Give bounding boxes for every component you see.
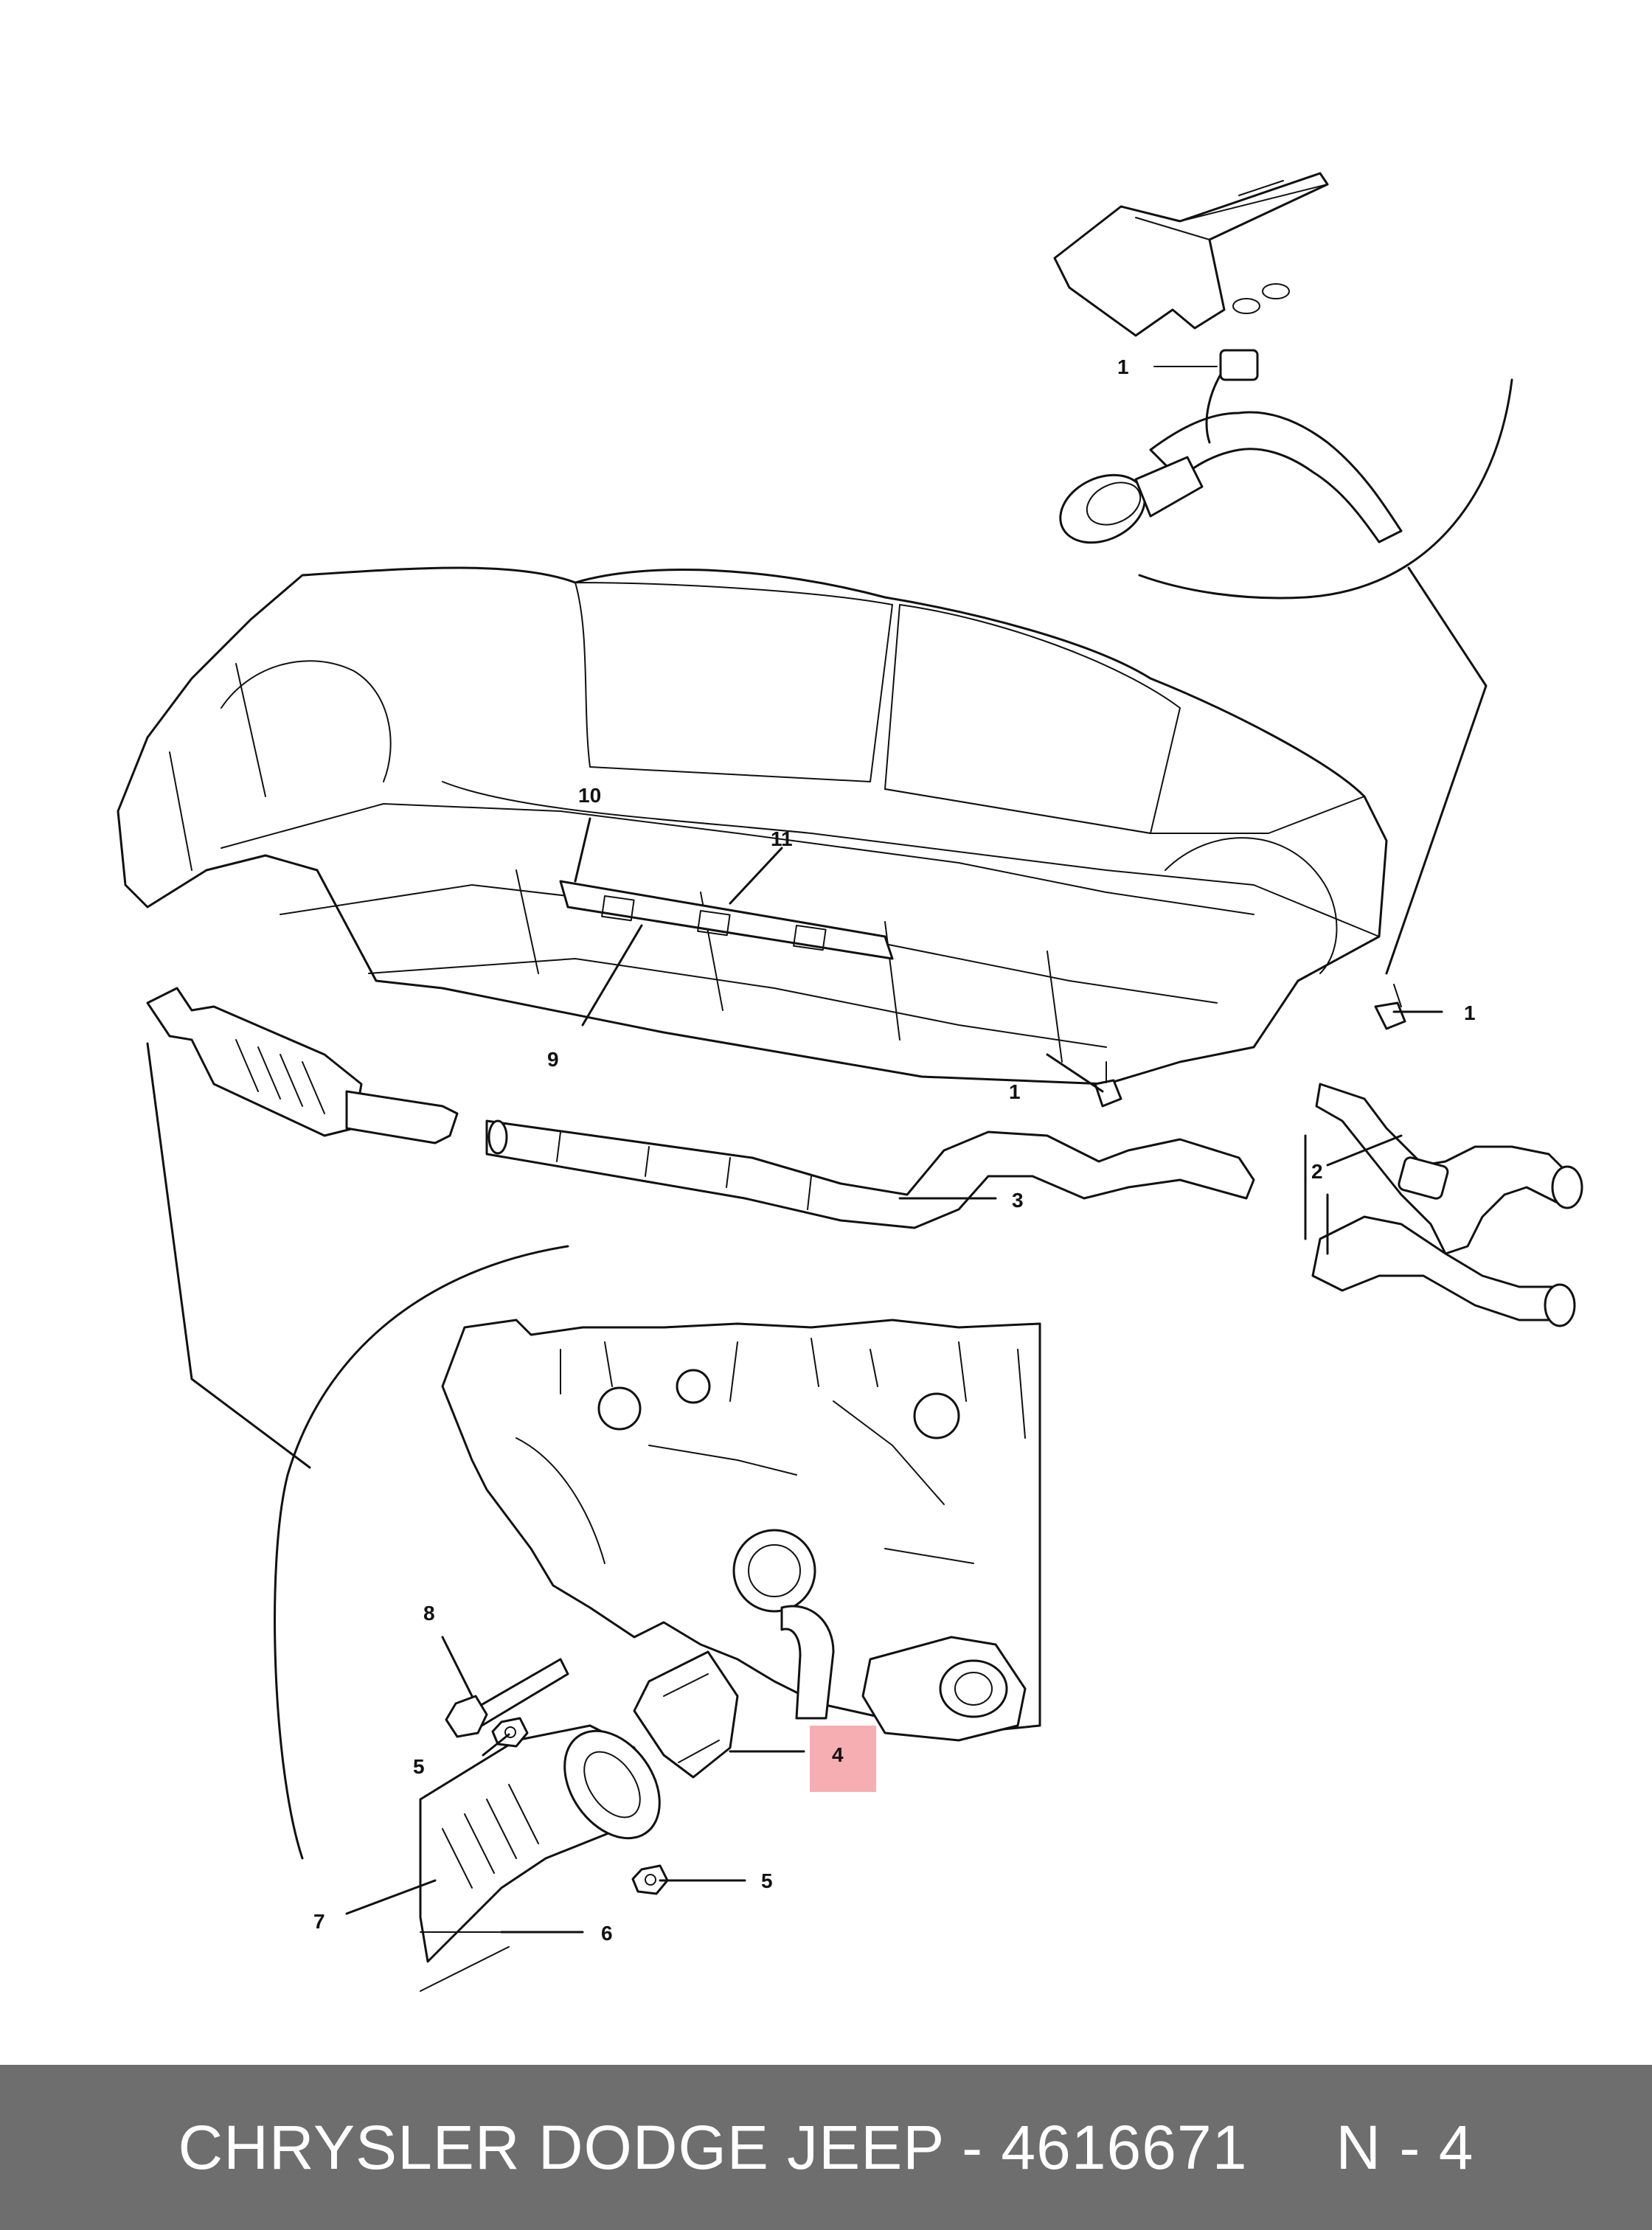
callout-2: 2 <box>1311 1160 1323 1183</box>
callout-10: 10 <box>578 784 601 807</box>
catalytic-converter-front <box>146 987 459 1144</box>
callout-11: 11 <box>771 827 793 850</box>
nut-part-5-lower <box>631 1864 669 1895</box>
footer-brand-part-number: CHRYSLER DODGE JEEP - 4616671 <box>178 2112 1248 2182</box>
callout-4: 4 <box>832 1743 844 1766</box>
callout-labels: 1 1 1 2 3 4 5 5 6 7 8 9 10 11 <box>313 355 1476 1945</box>
manifold-connection-detail <box>146 1042 1041 1992</box>
exhaust-system-diagram: 1 1 1 2 3 4 5 5 6 7 8 9 10 11 <box>117 172 1583 1992</box>
callout-6: 6 <box>601 1922 613 1945</box>
callout-1-center: 1 <box>1009 1080 1021 1103</box>
intermediate-pipe <box>485 1119 1255 1229</box>
footer-page-code: N - 4 <box>1336 2112 1474 2182</box>
exhaust-hangers <box>1094 984 1406 1108</box>
leader-lines <box>345 817 1443 1934</box>
footer-bar: CHRYSLER DODGE JEEP - 4616671 N - 4 <box>0 2065 1652 2230</box>
callout-1-right: 1 <box>1464 1001 1476 1024</box>
callout-5-upper: 5 <box>413 1755 425 1778</box>
callout-9: 9 <box>547 1048 559 1071</box>
callout-8: 8 <box>423 1602 435 1625</box>
vehicle-underbody <box>117 566 1388 1086</box>
callout-5-lower: 5 <box>761 1869 773 1892</box>
tailpipe-hanger-detail <box>1053 172 1513 975</box>
callout-3: 3 <box>1012 1189 1024 1212</box>
rear-muffler-tailpipes <box>1304 1083 1583 1327</box>
bolt-part-8 <box>445 1658 569 1738</box>
footer-text: CHRYSLER DODGE JEEP - 4616671 N - 4 <box>178 2112 1474 2184</box>
highlight-box-part-4 <box>810 1726 876 1792</box>
callout-1-top: 1 <box>1117 355 1129 378</box>
callout-7: 7 <box>313 1910 325 1933</box>
